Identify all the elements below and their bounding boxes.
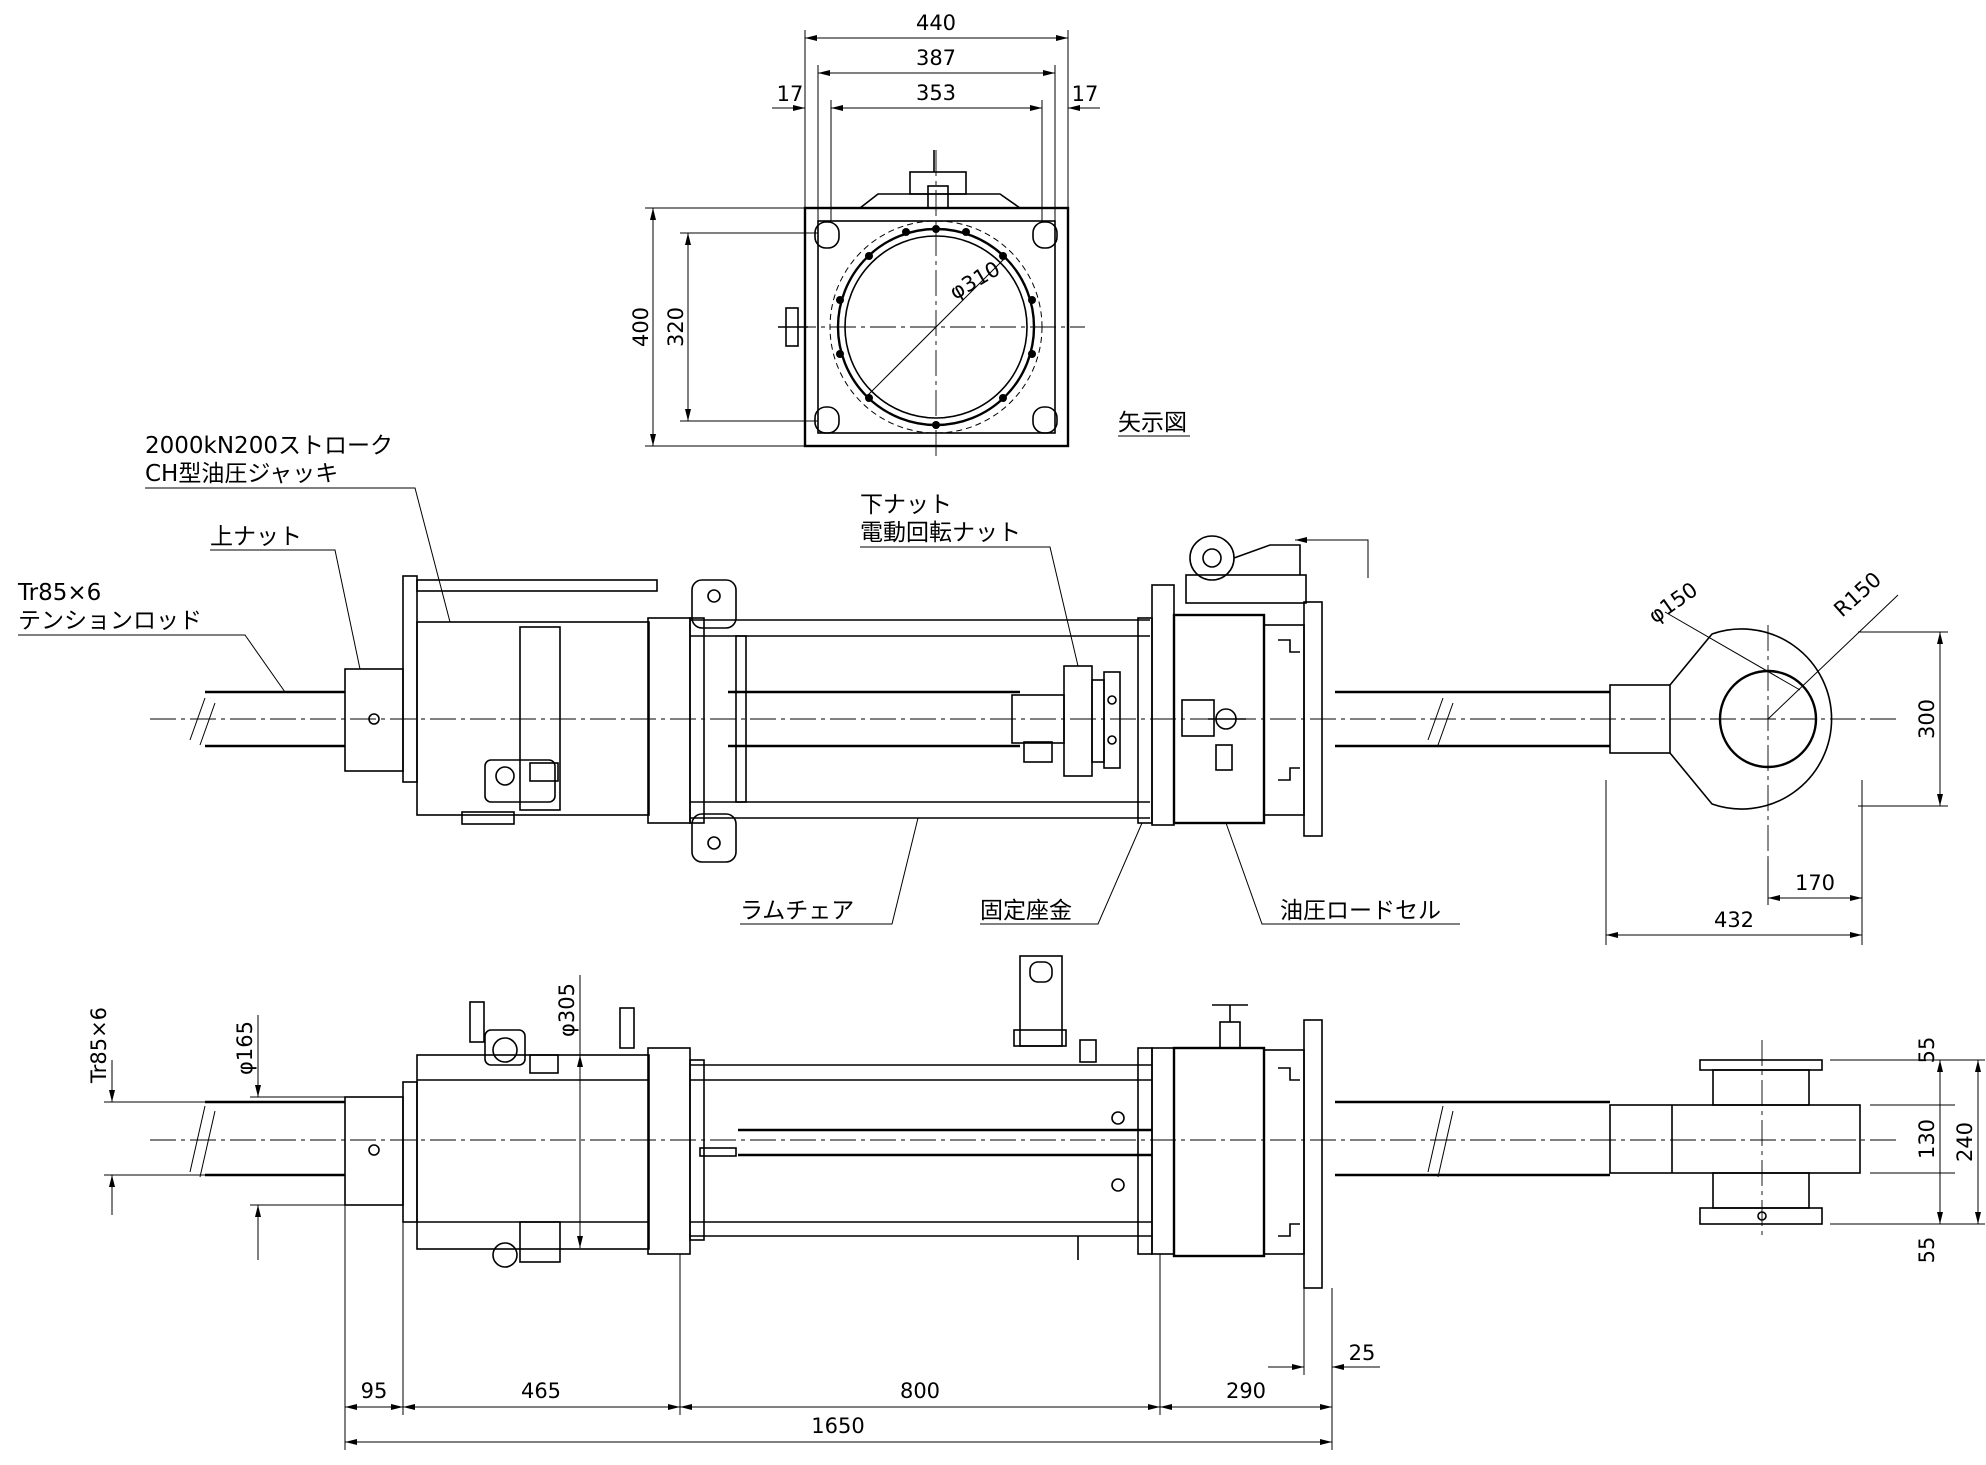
- plan-view: 55 130 240 55 Tr85×6 φ165 φ305 25 95 46: [87, 955, 1985, 1450]
- label-ram-chair: ラムチェア: [740, 898, 854, 924]
- dim-440: 440: [916, 11, 956, 35]
- dim-1650: 1650: [811, 1414, 864, 1438]
- dim-300: 300: [1915, 699, 1939, 739]
- dim-25: 25: [1349, 1341, 1376, 1365]
- dim-240: 240: [1953, 1122, 1977, 1162]
- dim-290: 290: [1226, 1379, 1266, 1403]
- side-view: φ150 R150 300 170 432 2000kN200ストローク CH型…: [17, 433, 1948, 945]
- dim-dia305: φ305: [555, 983, 579, 1037]
- dim-400: 400: [629, 307, 653, 347]
- label-jack-line2: CH型油圧ジャッキ: [145, 461, 338, 487]
- label-washer: 固定座金: [980, 898, 1072, 924]
- arrow-view-title: 矢示図: [1118, 410, 1187, 436]
- label-lower-nut-line2: 電動回転ナット: [860, 520, 1021, 546]
- arrow-view: φ310 440 387 353 17 17 400 320 矢示図: [629, 11, 1190, 460]
- dim-387: 387: [916, 46, 956, 70]
- dim-dia310: φ310: [946, 257, 1005, 305]
- dim-320: 320: [664, 307, 688, 347]
- dim-17-right: 17: [1072, 82, 1099, 106]
- dim-95: 95: [361, 1379, 388, 1403]
- dim-17-left: 17: [777, 82, 804, 106]
- dim-130: 130: [1915, 1119, 1939, 1159]
- dim-55-bottom: 55: [1915, 1237, 1939, 1264]
- dim-800: 800: [900, 1379, 940, 1403]
- dim-dia150: φ150: [1644, 577, 1702, 628]
- label-jack-line1: 2000kN200ストローク: [145, 433, 393, 459]
- dim-55-top: 55: [1915, 1037, 1939, 1064]
- dim-170: 170: [1795, 871, 1835, 895]
- dim-thread: Tr85×6: [87, 1007, 111, 1084]
- dim-r150: R150: [1829, 567, 1886, 621]
- label-upper-nut: 上ナット: [210, 524, 302, 550]
- dim-dia165: φ165: [233, 1021, 257, 1075]
- dim-465: 465: [521, 1379, 561, 1403]
- dim-353: 353: [916, 81, 956, 105]
- label-lower-nut-line1: 下ナット: [860, 492, 952, 518]
- dim-432: 432: [1714, 908, 1754, 932]
- label-rod-line2: テンションロッド: [18, 608, 202, 634]
- label-rod-line1: Tr85×6: [17, 580, 101, 606]
- label-load-cell: 油圧ロードセル: [1280, 898, 1441, 924]
